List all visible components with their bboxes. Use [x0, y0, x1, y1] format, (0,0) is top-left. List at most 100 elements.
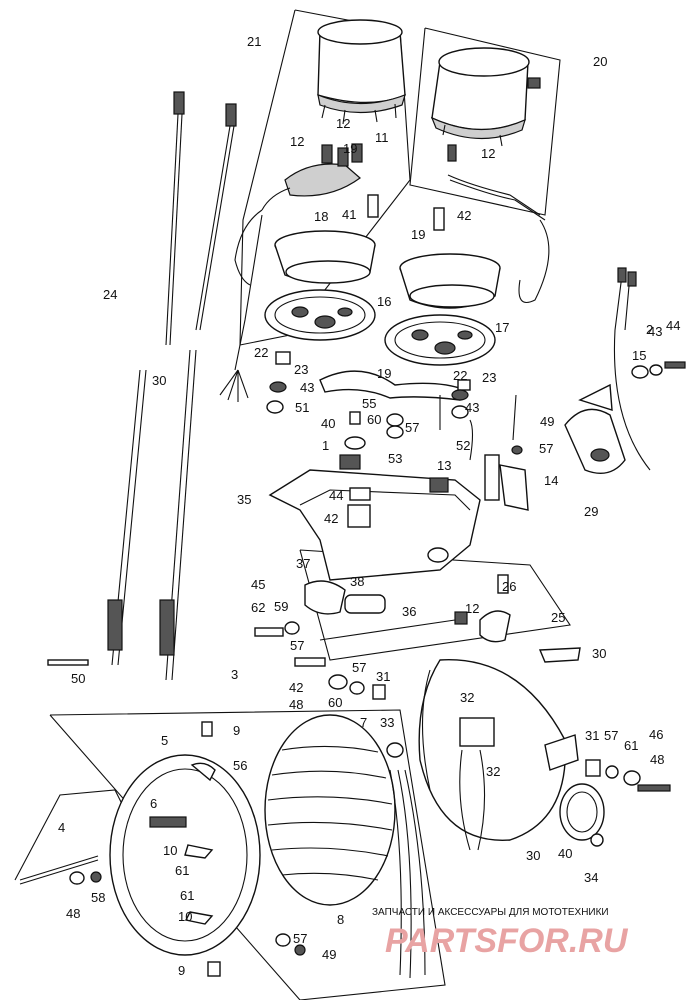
callout: 19 — [343, 141, 357, 156]
callout: 40 — [321, 416, 335, 431]
callout: 52 — [456, 438, 470, 453]
callout: 21 — [247, 34, 261, 49]
callout: 60 — [328, 695, 342, 710]
callout: 12 — [481, 146, 495, 161]
callout: 16 — [377, 294, 391, 309]
speedometer-gauge — [317, 19, 406, 125]
callout: 57 — [604, 728, 618, 743]
callout: 6 — [150, 796, 157, 811]
callout: 45 — [251, 577, 265, 592]
callout: 3 — [231, 667, 238, 682]
callout: 44 — [666, 318, 680, 333]
callout: 25 — [551, 610, 565, 625]
callout: 20 — [593, 54, 607, 69]
callout: 43 — [300, 380, 314, 395]
callout: 34 — [584, 870, 598, 885]
callout: 31 — [376, 669, 390, 684]
headlight-lens-unit — [264, 714, 426, 979]
callout: 33 — [380, 715, 394, 730]
callout: 19 — [411, 227, 425, 242]
socket-assembly — [254, 574, 581, 663]
callout: 9 — [233, 723, 240, 738]
callout: 15 — [632, 348, 646, 363]
callout: 2 — [646, 322, 653, 337]
tachometer-cable — [159, 103, 237, 681]
callout: 22 — [254, 345, 268, 360]
callout: 17 — [495, 320, 509, 335]
callout: 48 — [650, 752, 664, 767]
callout: 44 — [329, 488, 343, 503]
callout: 32 — [486, 764, 500, 779]
tachometer-gauge — [430, 47, 541, 147]
callout: 30 — [152, 373, 166, 388]
callout: 61 — [624, 738, 638, 753]
callout: 23 — [482, 370, 496, 385]
callout: 55 — [362, 396, 376, 411]
callout: 31 — [585, 728, 599, 743]
callout: 40 — [558, 846, 572, 861]
callout: 12 — [465, 601, 479, 616]
callout: 46 — [649, 727, 663, 742]
callout: 43 — [465, 400, 479, 415]
callout: 61 — [175, 863, 189, 878]
callout: 42 — [457, 208, 471, 223]
callout: 32 — [460, 690, 474, 705]
callout: 30 — [592, 646, 606, 661]
callout: 62 — [251, 600, 265, 615]
callout: 36 — [402, 604, 416, 619]
callout: 37 — [296, 556, 310, 571]
callout: 29 — [584, 504, 598, 519]
callout: 57 — [352, 660, 366, 675]
callout: 57 — [290, 638, 304, 653]
watermark-logo: PARTSFOR.RU — [385, 922, 629, 960]
tachometer-cable-harness — [447, 144, 550, 304]
callout: 1 — [322, 438, 329, 453]
gauge-trim-ring-left — [274, 230, 376, 284]
gauge-case-right — [384, 314, 496, 366]
callout: 57 — [293, 931, 307, 946]
callout: 23 — [294, 362, 308, 377]
callout: 5 — [161, 733, 168, 748]
callout: 30 — [526, 848, 540, 863]
callout: 48 — [289, 697, 303, 712]
callout: 10 — [178, 909, 192, 924]
headlight-case — [418, 659, 671, 851]
gauge-trim-ring-right — [399, 253, 501, 309]
headlight-stay — [268, 454, 481, 581]
callout: 42 — [289, 680, 303, 695]
indicator-holder — [469, 419, 529, 511]
callout: 60 — [367, 412, 381, 427]
callout-labels: 21 20 12 12 11 12 41 42 18 19 24 16 17 2… — [58, 34, 680, 978]
callout: 48 — [66, 906, 80, 921]
callout: 51 — [295, 400, 309, 415]
callout: 18 — [314, 209, 328, 224]
headlight-rim — [19, 754, 306, 956]
callout: 7 — [360, 715, 367, 730]
callout: 12 — [290, 134, 304, 149]
callout: 57 — [405, 420, 419, 435]
callout: 61 — [180, 888, 194, 903]
callout: 10 — [163, 843, 177, 858]
callout: 57 — [539, 441, 553, 456]
callout: 53 — [388, 451, 402, 466]
callout: 38 — [350, 574, 364, 589]
callout: 50 — [71, 671, 85, 686]
callout: 11 — [375, 130, 389, 145]
callout: 56 — [233, 758, 247, 773]
callout: 26 — [502, 579, 516, 594]
callout: 59 — [274, 599, 288, 614]
callout: 19 — [377, 366, 391, 381]
callout: 49 — [540, 414, 554, 429]
small-hardware — [266, 194, 523, 528]
callout: 58 — [91, 890, 105, 905]
callout: 22 — [453, 368, 467, 383]
callout: 42 — [324, 511, 338, 526]
switch-wiring — [613, 267, 686, 471]
group-frame-25 — [299, 549, 571, 661]
callout: 8 — [337, 912, 344, 927]
watermark-caption: ЗАПЧАСТИ И АКСЕССУАРЫ ДЛЯ МОТОТЕХНИКИ — [372, 907, 609, 918]
ignition-switch — [564, 383, 626, 474]
callout: 49 — [322, 947, 336, 962]
meter-wiring-bundle — [219, 214, 263, 402]
